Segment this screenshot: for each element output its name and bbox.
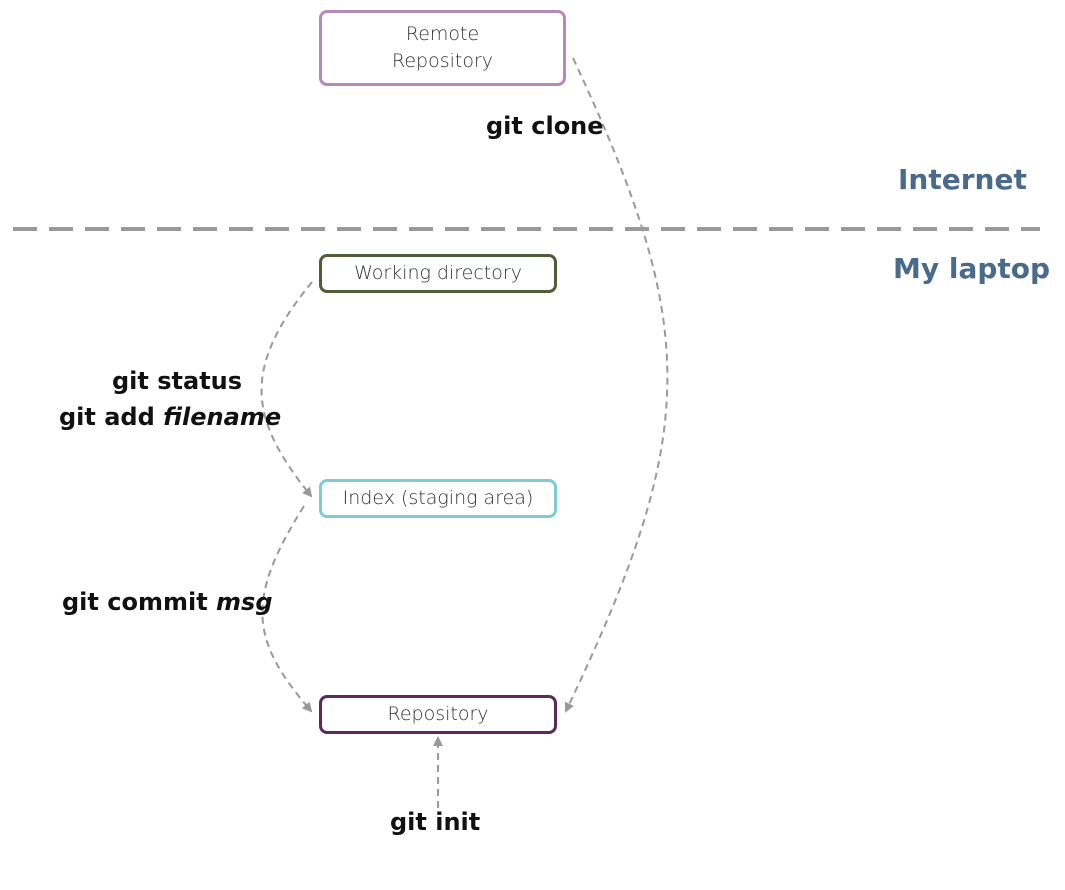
remote-repository-box: Remote Repository (319, 10, 566, 86)
clone-arrow (564, 57, 669, 713)
git-add-label: git add filename (59, 399, 281, 435)
remote-box-label-line2: Repository (391, 50, 494, 72)
git-commit-command: git commit (62, 588, 208, 616)
internet-region-label: Internet (898, 163, 1027, 196)
remote-box-label-line1: Remote (405, 23, 480, 45)
git-commit-label: git commit msg (62, 584, 273, 620)
repository-box-label: Repository (387, 703, 489, 725)
index-box: Index (staging area) (319, 479, 557, 518)
add-arrow (260, 281, 313, 498)
git-init-label: git init (390, 808, 481, 836)
repository-box: Repository (319, 695, 557, 734)
commit-arrow (261, 505, 313, 713)
working-directory-box: Working directory (319, 254, 557, 293)
working-box-label: Working directory (354, 262, 522, 284)
git-clone-label: git clone (486, 112, 604, 140)
git-status-label: git status (112, 367, 243, 395)
git-add-command: git add (59, 403, 155, 431)
index-box-label: Index (staging area) (342, 487, 534, 509)
git-add-argument: filename (163, 403, 282, 431)
laptop-region-label: My laptop (893, 252, 1051, 285)
git-commit-argument: msg (216, 588, 273, 616)
